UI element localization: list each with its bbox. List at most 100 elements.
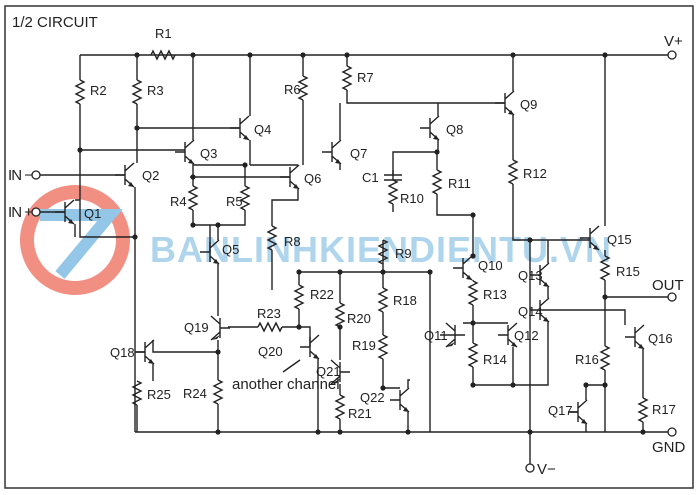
junction-dot [470, 212, 476, 218]
junction-dot [470, 320, 476, 326]
terminal-in-plus: IN + [8, 204, 41, 221]
junction-dot [344, 52, 350, 58]
junction-dot [470, 382, 476, 388]
resistor-r10: R10 [387, 179, 424, 206]
transistor-label: Q8 [446, 122, 463, 137]
resistor-r3: R3 [131, 79, 164, 105]
resistor-label: R19 [352, 338, 376, 353]
junction-dot [215, 222, 221, 228]
terminal-v-minus: V− [525, 461, 556, 478]
resistor-label: R23 [257, 306, 281, 321]
resistor-r24: R24 [183, 379, 224, 405]
resistor-label: R12 [523, 166, 547, 181]
resistor-label: R14 [483, 352, 507, 367]
resistor-label: R13 [483, 287, 507, 302]
transistor-q7: Q7 [322, 139, 367, 165]
transistor-q1: Q1 [55, 199, 101, 225]
transistor-q14: Q14 [518, 297, 550, 323]
resistor-label: R20 [347, 311, 371, 326]
transistor-label: Q3 [200, 146, 217, 161]
terminal-out: OUT [652, 277, 684, 302]
transistor-label: Q20 [258, 344, 283, 359]
watermark-logo [20, 185, 130, 295]
transistor-label: Q15 [607, 232, 632, 247]
terminal-in-minus: IN − [8, 167, 41, 184]
resistor-r22: R22 [293, 284, 334, 310]
junction-dot [510, 52, 516, 58]
svg-text:C1: C1 [362, 170, 379, 185]
junction-dot [602, 52, 608, 58]
resistor-label: R10 [400, 191, 424, 206]
resistor-r12: R12 [507, 159, 547, 185]
junction-dot [132, 234, 138, 240]
resistor-label: R4 [170, 194, 187, 209]
resistor-label: R18 [393, 293, 417, 308]
transistor-q21: Q21 [316, 359, 350, 385]
resistor-r7: R7 [341, 65, 374, 91]
transistor-label: Q10 [478, 258, 503, 273]
transistor-q8: Q8 [420, 115, 463, 141]
transistor-label: Q9 [520, 97, 537, 112]
resistor-r8: R8 [266, 225, 301, 251]
resistor-r6: R6 [284, 75, 309, 101]
transistor-label: Q5 [222, 242, 239, 257]
transistor-q19: Q19 [184, 315, 230, 341]
transistor-q2: Q2 [115, 162, 159, 188]
junction-dot [405, 429, 411, 435]
svg-text:IN +: IN + [8, 204, 33, 221]
resistor-label: R8 [284, 234, 301, 249]
resistor-label: R2 [90, 83, 107, 98]
junction-dot [602, 382, 608, 388]
frame [4, 5, 694, 489]
svg-text:another channel: another channel [232, 376, 340, 393]
transistor-q16: Q16 [625, 324, 673, 350]
resistor-label: R24 [183, 386, 207, 401]
another-channel-note: another channel [232, 359, 340, 393]
svg-text:GND: GND [652, 439, 686, 456]
junction-dot [640, 429, 646, 435]
junction-dot [315, 429, 321, 435]
transistor-label: Q7 [350, 146, 367, 161]
svg-text:V−: V− [537, 461, 556, 478]
transistor-q15: Q15 [580, 225, 632, 251]
resistor-r25: R25 [131, 380, 171, 406]
transistor-q12: Q12 [498, 322, 539, 348]
junction-dot [190, 174, 196, 180]
junction-dot [247, 52, 253, 58]
watermark-text: BANLINHKIENDIENTU.VN [150, 229, 612, 270]
resistor-label: R21 [348, 406, 372, 421]
transistor-q17: Q17 [548, 399, 588, 425]
resistor-label: R17 [652, 402, 676, 417]
transistor-label: Q1 [84, 206, 101, 221]
svg-text:IN −: IN − [8, 167, 33, 184]
transistor-label: Q12 [514, 328, 539, 343]
resistor-label: R16 [575, 352, 599, 367]
transistor-label: Q11 [424, 328, 448, 343]
resistor-r4: R4 [170, 185, 199, 211]
resistor-r16: R16 [575, 345, 611, 371]
junction-dot [77, 147, 83, 153]
resistor-label: R6 [284, 82, 301, 97]
transistor-label: Q18 [110, 345, 135, 360]
junction-dot [427, 269, 433, 275]
transistor-q6: Q6 [280, 164, 321, 190]
junction-dot [296, 324, 302, 330]
transistor-label: Q4 [254, 122, 271, 137]
junction-dot [510, 382, 516, 388]
transistor-q5: Q5 [200, 239, 239, 265]
svg-text:OUT: OUT [652, 277, 684, 294]
resistor-r18: R18 [377, 287, 417, 313]
transistor-label: Q14 [518, 304, 543, 319]
circuit-title: 1/2 CIRCUIT [12, 14, 98, 31]
junction-dots [77, 52, 646, 435]
transistor-q13: Q13 [518, 262, 550, 288]
junction-dot [602, 294, 608, 300]
resistor-r21: R21 [334, 394, 372, 421]
transistor-label: Q6 [304, 171, 321, 186]
junction-dot [337, 269, 343, 275]
resistor-label: R7 [357, 70, 374, 85]
transistor-label: Q21 [316, 364, 341, 379]
resistor-r9: R9 [377, 239, 412, 265]
transistor-q11: Q11 [424, 322, 465, 348]
